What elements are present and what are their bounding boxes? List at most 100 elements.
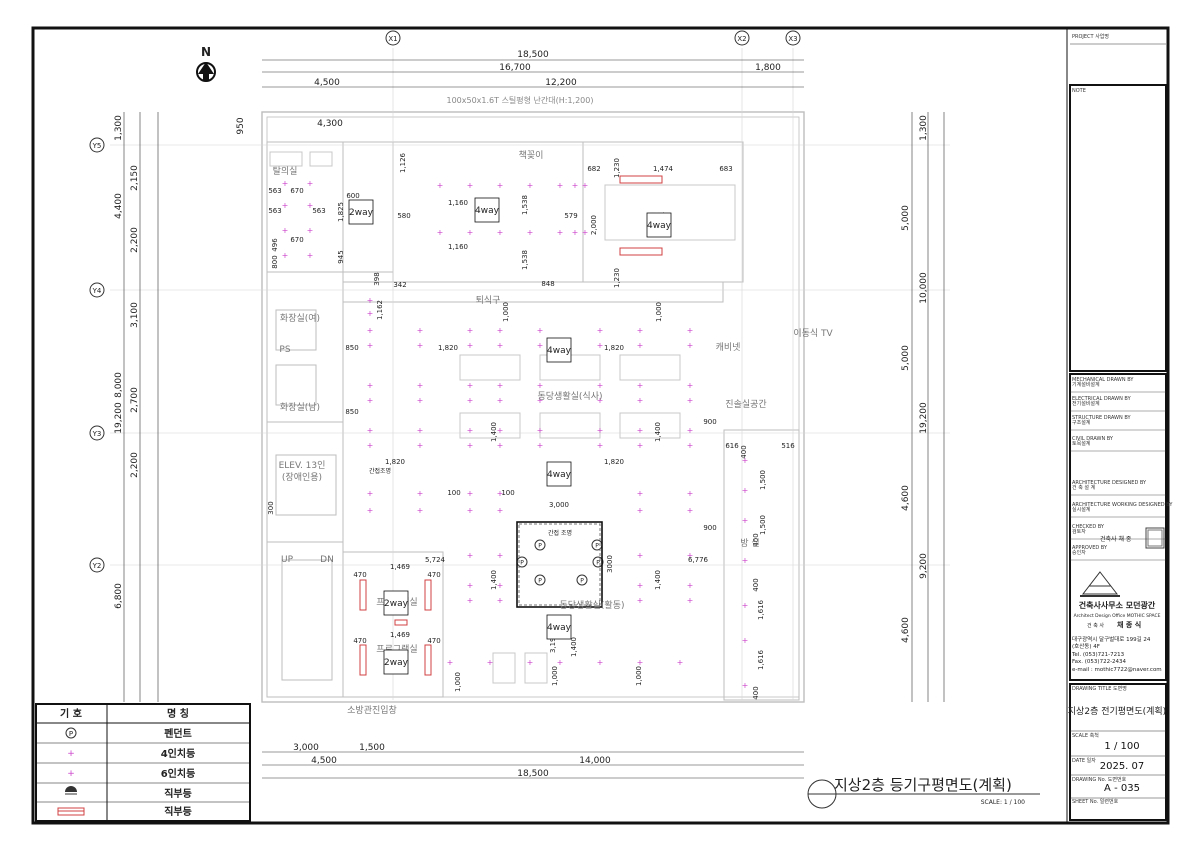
grid-bubble-x1: X1	[385, 30, 401, 46]
room-label-1: 책꽂이	[519, 149, 544, 161]
drawing-no-label: DRAWING No. 도면번호	[1072, 776, 1127, 783]
linear-light-icon	[424, 579, 432, 611]
downlight-icon: +	[637, 326, 644, 335]
legend-symbol-pendant: P	[69, 730, 73, 738]
device-label-6: 2way	[384, 599, 409, 609]
downlight-icon: +	[742, 516, 749, 525]
project-label: PROJECT 사업명	[1072, 33, 1109, 40]
device-label-9: 간접 조명	[548, 529, 572, 537]
staff-field-6-0: CHECKED BY	[1072, 524, 1105, 530]
device-label-7: 2way	[384, 658, 409, 668]
title-block: PROJECT 사업명 NOTE MECHANICAL DRAWN BY기계설비…	[1068, 33, 1174, 805]
building-walls	[261, 111, 805, 703]
downlight-icon: +	[497, 596, 504, 605]
right-dim-5: 4,600	[901, 485, 911, 511]
downlight-icon: +	[687, 381, 694, 390]
downlight-icon: +	[597, 381, 604, 390]
downlight-icon: +	[687, 506, 694, 515]
svg-text:X1: X1	[388, 35, 397, 43]
legend-name-6inch: 6인치등	[161, 767, 196, 780]
inner-dim-33: 1,820	[385, 458, 405, 466]
downlight-6-icon: +	[67, 769, 75, 779]
inner-dim-23: 398	[373, 272, 381, 285]
date-label: DATE 일자	[1072, 757, 1096, 764]
ceiling-light-icon	[65, 786, 77, 795]
inner-dim-8: 1,126	[399, 152, 407, 173]
room-label-12: 캐비넷	[716, 342, 741, 353]
downlight-icon: +	[367, 489, 374, 498]
legend-name-ceiling: 직부등	[164, 787, 192, 800]
pendant-icon	[534, 539, 546, 551]
inner-dim-19: 2,000	[590, 215, 598, 235]
downlight-icon: +	[367, 309, 374, 318]
downlight-icon: +	[742, 456, 749, 465]
inner-dim-36: 616	[725, 442, 739, 450]
right-dim-4: 19,200	[919, 402, 929, 434]
inner-dim-55: 470	[427, 637, 440, 645]
downlight-icon: +	[367, 326, 374, 335]
inner-dim-59: 1,616	[757, 599, 765, 620]
downlight-icon: +	[447, 658, 454, 667]
sheet-no-label: SHEET No. 일련번호	[1072, 798, 1119, 805]
inner-dim-4: 670	[290, 236, 303, 244]
downlight-icon: +	[537, 396, 544, 405]
downlight-icon: +	[637, 658, 644, 667]
downlight-icon: +	[637, 581, 644, 590]
downlight-icon: +	[467, 181, 474, 190]
left-dim-4: 3,100	[130, 302, 140, 328]
left-dim-11: 4,300	[317, 119, 343, 129]
inner-dim-1: 670	[290, 187, 303, 195]
downlight-icon: +	[417, 426, 424, 435]
downlight-icon: +	[497, 326, 504, 335]
inner-dim-16: 1,230	[613, 158, 621, 178]
downlight-icon: +	[597, 426, 604, 435]
drawing-info-box	[1069, 683, 1167, 821]
downlight-icon: +	[637, 596, 644, 605]
pendant-letter: P	[538, 578, 542, 585]
downlight-icon: +	[467, 596, 474, 605]
device-label-3: 4way	[547, 346, 572, 356]
downlight-icon: +	[527, 658, 534, 667]
staff-field-4-0: ARCHITECTURE DESIGNED BY	[1072, 480, 1147, 486]
room-label-15: 방 실	[740, 538, 759, 549]
firm-logo-icon	[1080, 571, 1120, 597]
downlight-icon: +	[437, 181, 444, 190]
downlight-icon: +	[467, 426, 474, 435]
downlight-icon: +	[677, 658, 684, 667]
inner-dim-45: 6,776	[688, 556, 709, 564]
inner-dim-26: 1,000	[655, 302, 663, 322]
lighting-fixtures: ++++++++++++++++++++++++++++++++++++++++…	[282, 175, 749, 690]
switch-box-1	[474, 197, 500, 223]
downlight-icon: +	[537, 381, 544, 390]
bottom-dim-2: 4,500	[311, 756, 337, 766]
staff-field-3-1: 토목설계	[1072, 440, 1091, 447]
downlight-icon: +	[467, 551, 474, 560]
switch-box-3	[546, 337, 572, 363]
note-box	[1069, 84, 1167, 372]
inner-dim-14: 579	[564, 212, 577, 220]
downlight-icon: +	[417, 396, 424, 405]
downlight-icon: +	[497, 341, 504, 350]
downlight-icon: +	[637, 489, 644, 498]
firm-fax: Fax. (053)722-2434	[1072, 659, 1127, 665]
right-dim-0: 1,300	[919, 115, 929, 141]
downlight-icon: +	[417, 341, 424, 350]
svg-text:Y3: Y3	[92, 430, 102, 438]
device-label-0: 2way	[349, 208, 374, 218]
downlight-icon: +	[467, 506, 474, 515]
svg-text:N: N	[201, 45, 211, 59]
right-dim-3: 5,000	[901, 345, 911, 371]
firm-name: 건축사사무소 모던광간	[1079, 600, 1156, 610]
downlight-icon: +	[687, 596, 694, 605]
device-label-8: 간접조명	[369, 467, 391, 475]
downlight-icon: +	[467, 326, 474, 335]
inner-dim-54: 470	[353, 637, 366, 645]
switch-box-0	[348, 199, 374, 225]
grid-bubble-y2: Y2	[89, 557, 105, 573]
left-dim-1: 2,150	[130, 165, 140, 191]
downlight-icon: +	[597, 326, 604, 335]
downlight-icon: +	[687, 396, 694, 405]
linear-light-icon	[619, 247, 663, 256]
inner-dim-20: 1,230	[613, 268, 621, 288]
